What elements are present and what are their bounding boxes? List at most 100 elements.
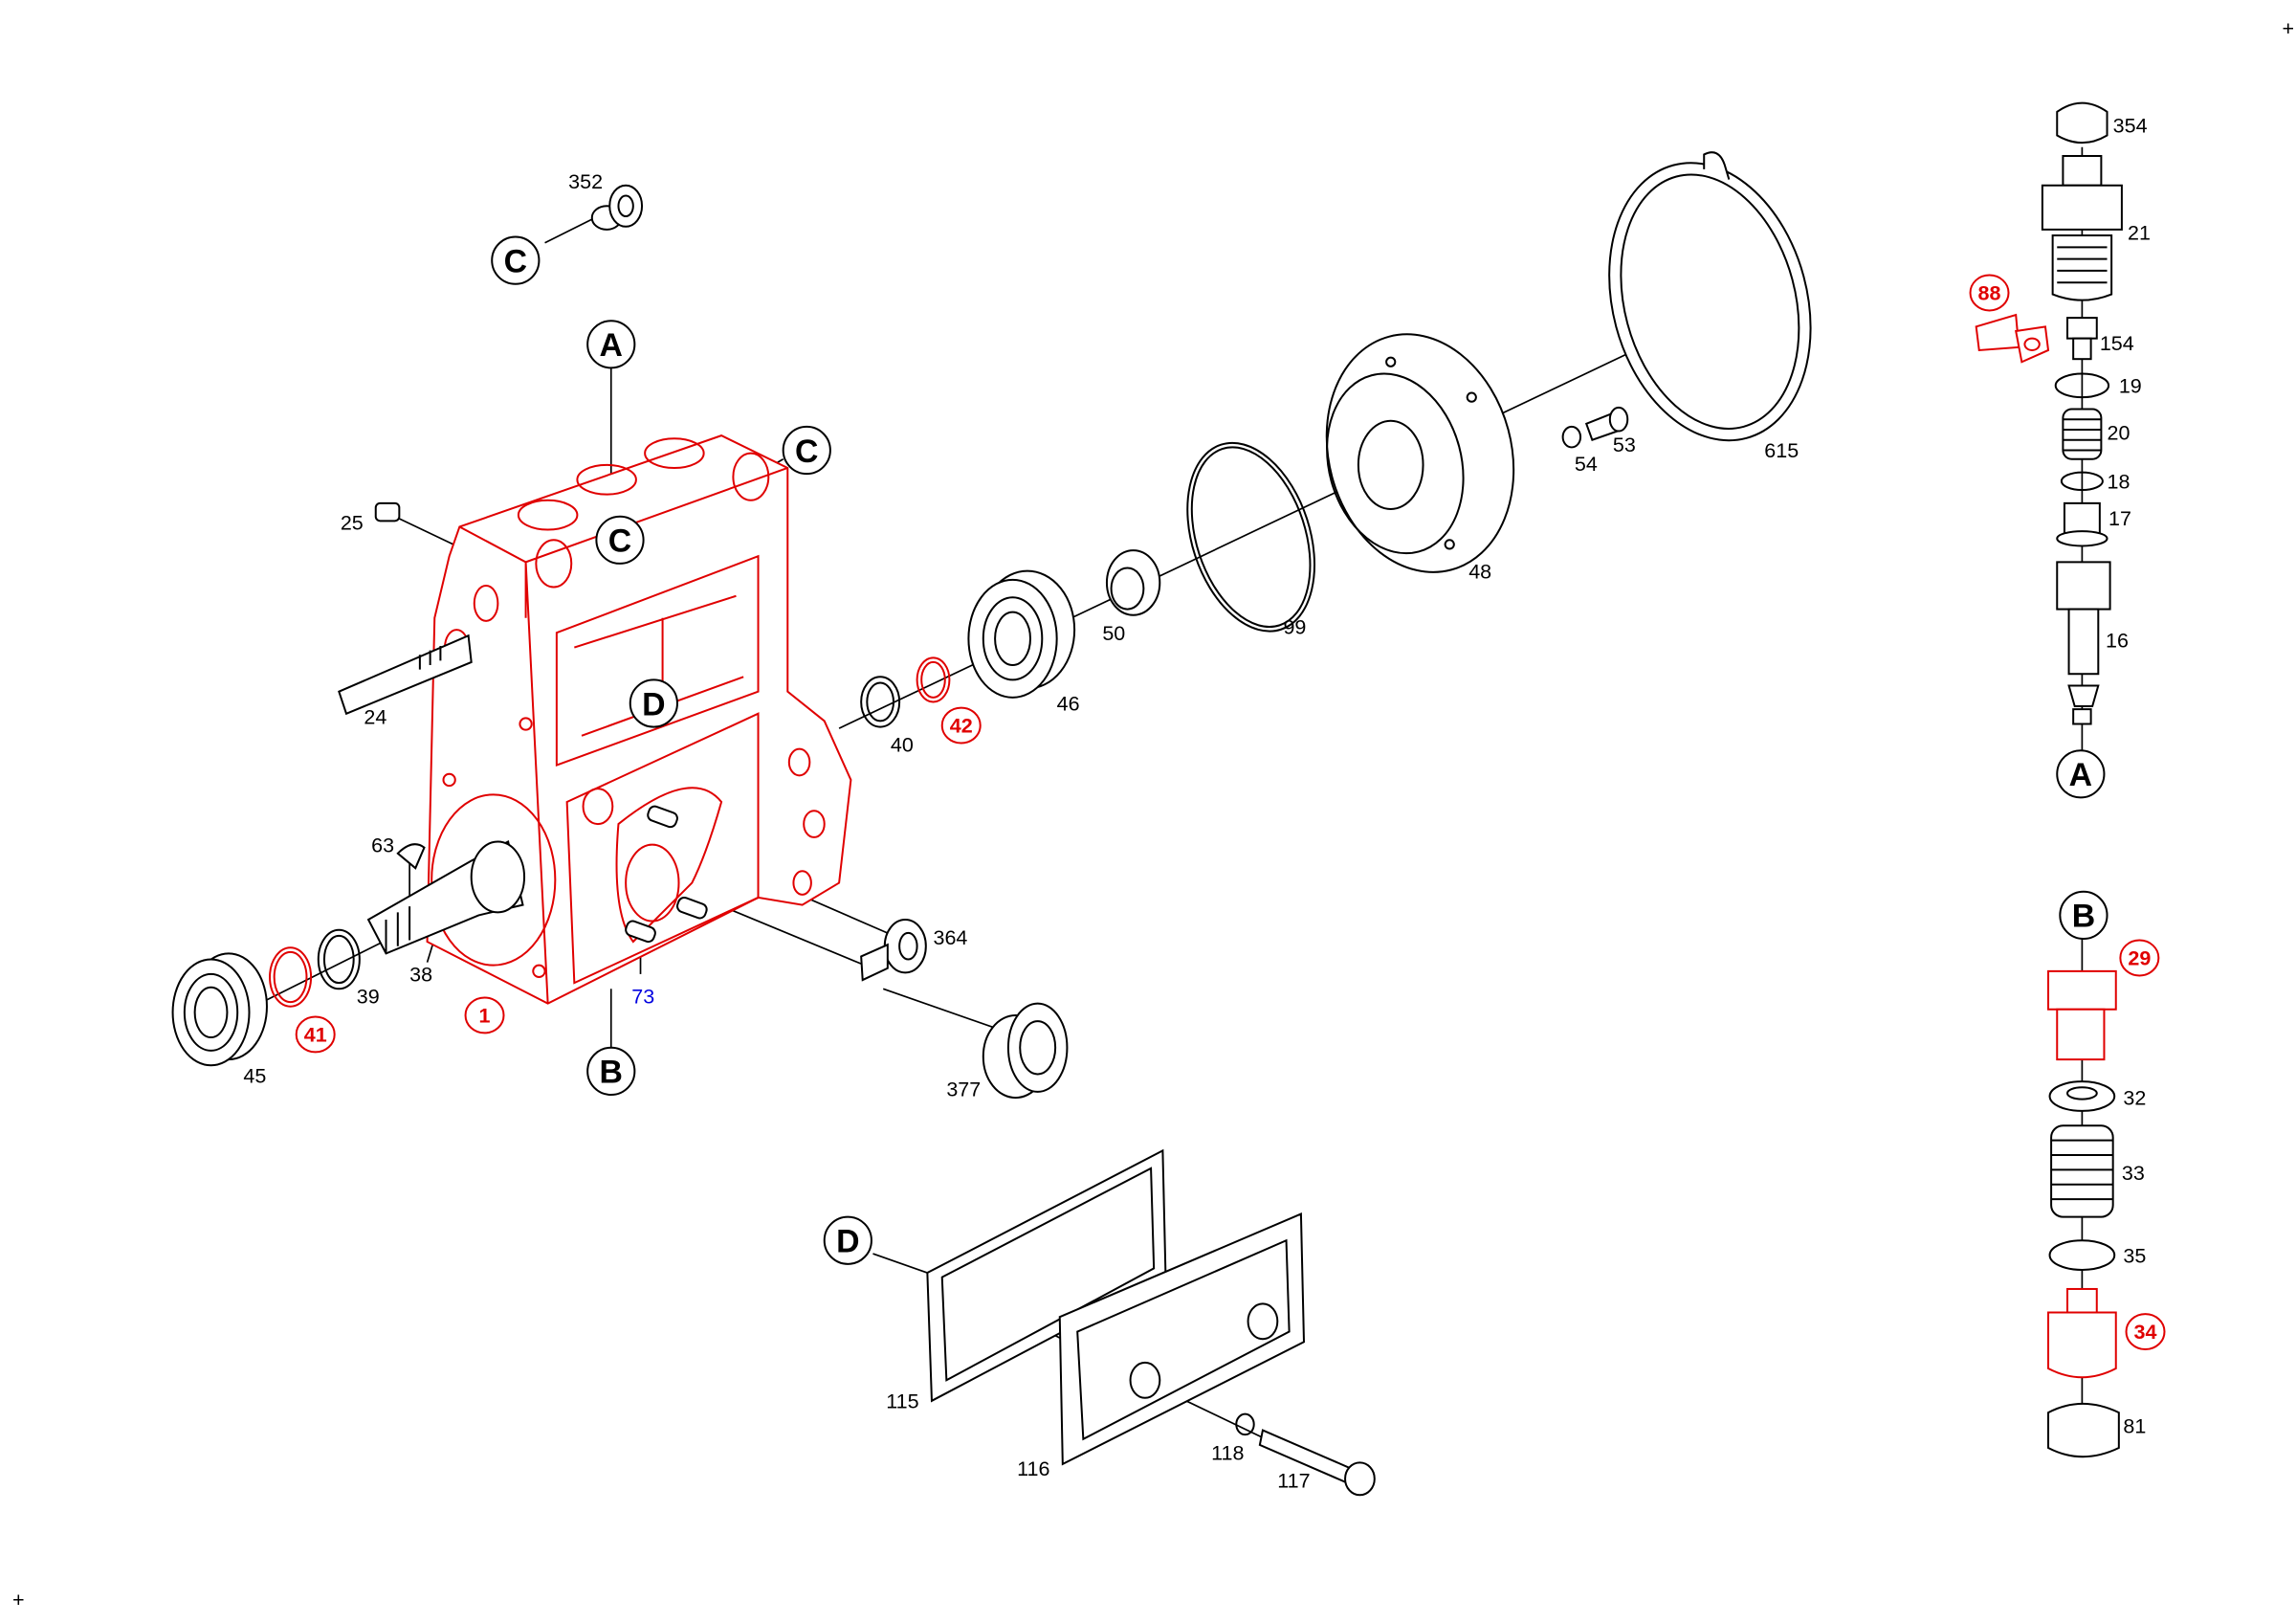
ref-letter-a-housing[interactable]: A xyxy=(586,320,636,369)
part-label-25[interactable]: 25 xyxy=(341,512,364,535)
part-label-73[interactable]: 73 xyxy=(631,986,654,1009)
highlight-label-42[interactable]: 42 xyxy=(940,706,982,745)
letter-text: D xyxy=(642,686,665,723)
part-label-63[interactable]: 63 xyxy=(371,834,394,856)
part-63-key[interactable] xyxy=(396,843,426,870)
part-label-354[interactable]: 354 xyxy=(2113,114,2148,137)
part-39-ring[interactable] xyxy=(317,928,361,990)
part-label-54[interactable]: 54 xyxy=(1575,453,1598,476)
part-label-24[interactable]: 24 xyxy=(364,706,386,729)
part-352-bushing[interactable] xyxy=(590,184,644,231)
part-118-washer[interactable] xyxy=(1235,1412,1255,1436)
part-20-spring[interactable] xyxy=(2062,408,2103,460)
label-text: 34 xyxy=(2134,1321,2157,1344)
ref-letter-b-tappet[interactable]: B xyxy=(2059,890,2108,941)
part-40-ring[interactable] xyxy=(860,676,901,728)
highlight-label-88[interactable]: 88 xyxy=(1969,274,2010,312)
part-label-39[interactable]: 39 xyxy=(357,986,380,1009)
part-label-18[interactable]: 18 xyxy=(2108,470,2130,493)
part-35-seat[interactable] xyxy=(2048,1239,2116,1271)
letter-text: A xyxy=(600,327,623,364)
part-label-40[interactable]: 40 xyxy=(891,734,914,757)
part-33-spring[interactable] xyxy=(2050,1124,2114,1218)
part-label-615[interactable]: 615 xyxy=(1764,439,1799,462)
part-18-washer[interactable] xyxy=(2060,471,2104,492)
part-label-50[interactable]: 50 xyxy=(1102,622,1125,645)
ref-letter-c-middle[interactable]: C xyxy=(595,515,645,565)
part-88-clamp[interactable] xyxy=(1975,313,2050,364)
part-label-19[interactable]: 19 xyxy=(2119,375,2142,398)
part-54-washer[interactable] xyxy=(1561,425,1582,449)
part-label-46[interactable]: 46 xyxy=(1057,693,1080,716)
part-label-45[interactable]: 45 xyxy=(243,1065,266,1088)
part-32-seat[interactable] xyxy=(2048,1080,2116,1112)
part-label-20[interactable]: 20 xyxy=(2108,422,2130,445)
letter-text: D xyxy=(836,1224,859,1260)
part-label-81[interactable]: 81 xyxy=(2123,1415,2146,1438)
ref-letter-c-top[interactable]: C xyxy=(491,235,541,285)
part-73-studs[interactable] xyxy=(624,805,708,944)
part-42-ring[interactable] xyxy=(916,656,951,703)
part-label-53[interactable]: 53 xyxy=(1613,434,1636,456)
part-label-38[interactable]: 38 xyxy=(409,964,432,987)
part-label-115[interactable]: 115 xyxy=(886,1390,918,1413)
part-50-seal[interactable] xyxy=(1105,549,1161,616)
highlight-label-1[interactable]: 1 xyxy=(464,996,505,1034)
ref-letter-d-cover[interactable]: D xyxy=(823,1215,872,1265)
part-354-cap[interactable] xyxy=(2056,101,2108,145)
part-48-flange[interactable] xyxy=(1301,313,1539,593)
highlight-label-34[interactable]: 34 xyxy=(2125,1313,2166,1351)
part-45-bearing[interactable] xyxy=(171,952,268,1067)
corner-mark-top-right: + xyxy=(2283,17,2295,40)
highlight-label-41[interactable]: 41 xyxy=(295,1015,336,1054)
ref-letter-c-right[interactable]: C xyxy=(782,425,831,476)
part-17-valve[interactable] xyxy=(2056,501,2108,547)
part-label-116[interactable]: 116 xyxy=(1017,1457,1049,1480)
letter-text: C xyxy=(608,523,631,560)
part-116-cover-plate[interactable] xyxy=(1058,1212,1306,1466)
letter-text: B xyxy=(2072,899,2095,935)
part-38-shaft[interactable] xyxy=(366,840,526,955)
part-117-bolt[interactable] xyxy=(1258,1429,1376,1497)
part-label-99[interactable]: 99 xyxy=(1283,616,1306,639)
part-81-roller[interactable] xyxy=(2047,1403,2120,1458)
label-text: 88 xyxy=(1978,282,2001,305)
part-label-364[interactable]: 364 xyxy=(934,926,968,949)
part-29-sleeve[interactable] xyxy=(2047,969,2117,1061)
part-label-154[interactable]: 154 xyxy=(2100,332,2134,355)
ref-letter-b-housing[interactable]: B xyxy=(586,1046,636,1096)
letter-text: B xyxy=(600,1055,623,1091)
part-24-lever[interactable] xyxy=(338,634,473,716)
part-34-tappet[interactable] xyxy=(2047,1287,2117,1379)
part-154-piece[interactable] xyxy=(2066,317,2098,361)
part-364-tab-washer[interactable] xyxy=(860,919,927,982)
part-46-bearing[interactable] xyxy=(967,569,1076,699)
part-25-screw[interactable] xyxy=(374,501,401,522)
part-label-17[interactable]: 17 xyxy=(2108,507,2131,530)
part-label-21[interactable]: 21 xyxy=(2128,222,2151,245)
part-label-118[interactable]: 118 xyxy=(1211,1441,1244,1464)
part-377-plug[interactable] xyxy=(982,1002,1069,1100)
part-615-cover[interactable] xyxy=(1579,140,1840,463)
part-21-valve-holder[interactable] xyxy=(2041,154,2123,301)
part-label-352[interactable]: 352 xyxy=(568,170,603,193)
part-53-screw[interactable] xyxy=(1584,406,1629,442)
part-label-33[interactable]: 33 xyxy=(2122,1162,2145,1185)
label-text: 29 xyxy=(2128,947,2151,970)
part-99-o-ring[interactable] xyxy=(1165,427,1337,648)
ref-letter-a-element[interactable]: A xyxy=(2056,749,2106,799)
highlight-label-29[interactable]: 29 xyxy=(2119,939,2160,977)
letter-text: A xyxy=(2069,757,2092,793)
part-16-element[interactable] xyxy=(2056,561,2111,725)
part-label-16[interactable]: 16 xyxy=(2106,630,2129,653)
corner-mark-bottom-left: + xyxy=(12,1589,25,1612)
part-label-48[interactable]: 48 xyxy=(1468,560,1491,583)
part-label-35[interactable]: 35 xyxy=(2123,1244,2146,1267)
part-label-32[interactable]: 32 xyxy=(2123,1087,2146,1110)
part-label-377[interactable]: 377 xyxy=(946,1078,981,1101)
part-label-117[interactable]: 117 xyxy=(1277,1470,1310,1493)
part-41-ring[interactable] xyxy=(269,946,313,1008)
ref-letter-d-housing[interactable]: D xyxy=(629,678,678,728)
part-19-ring[interactable] xyxy=(2054,372,2110,399)
